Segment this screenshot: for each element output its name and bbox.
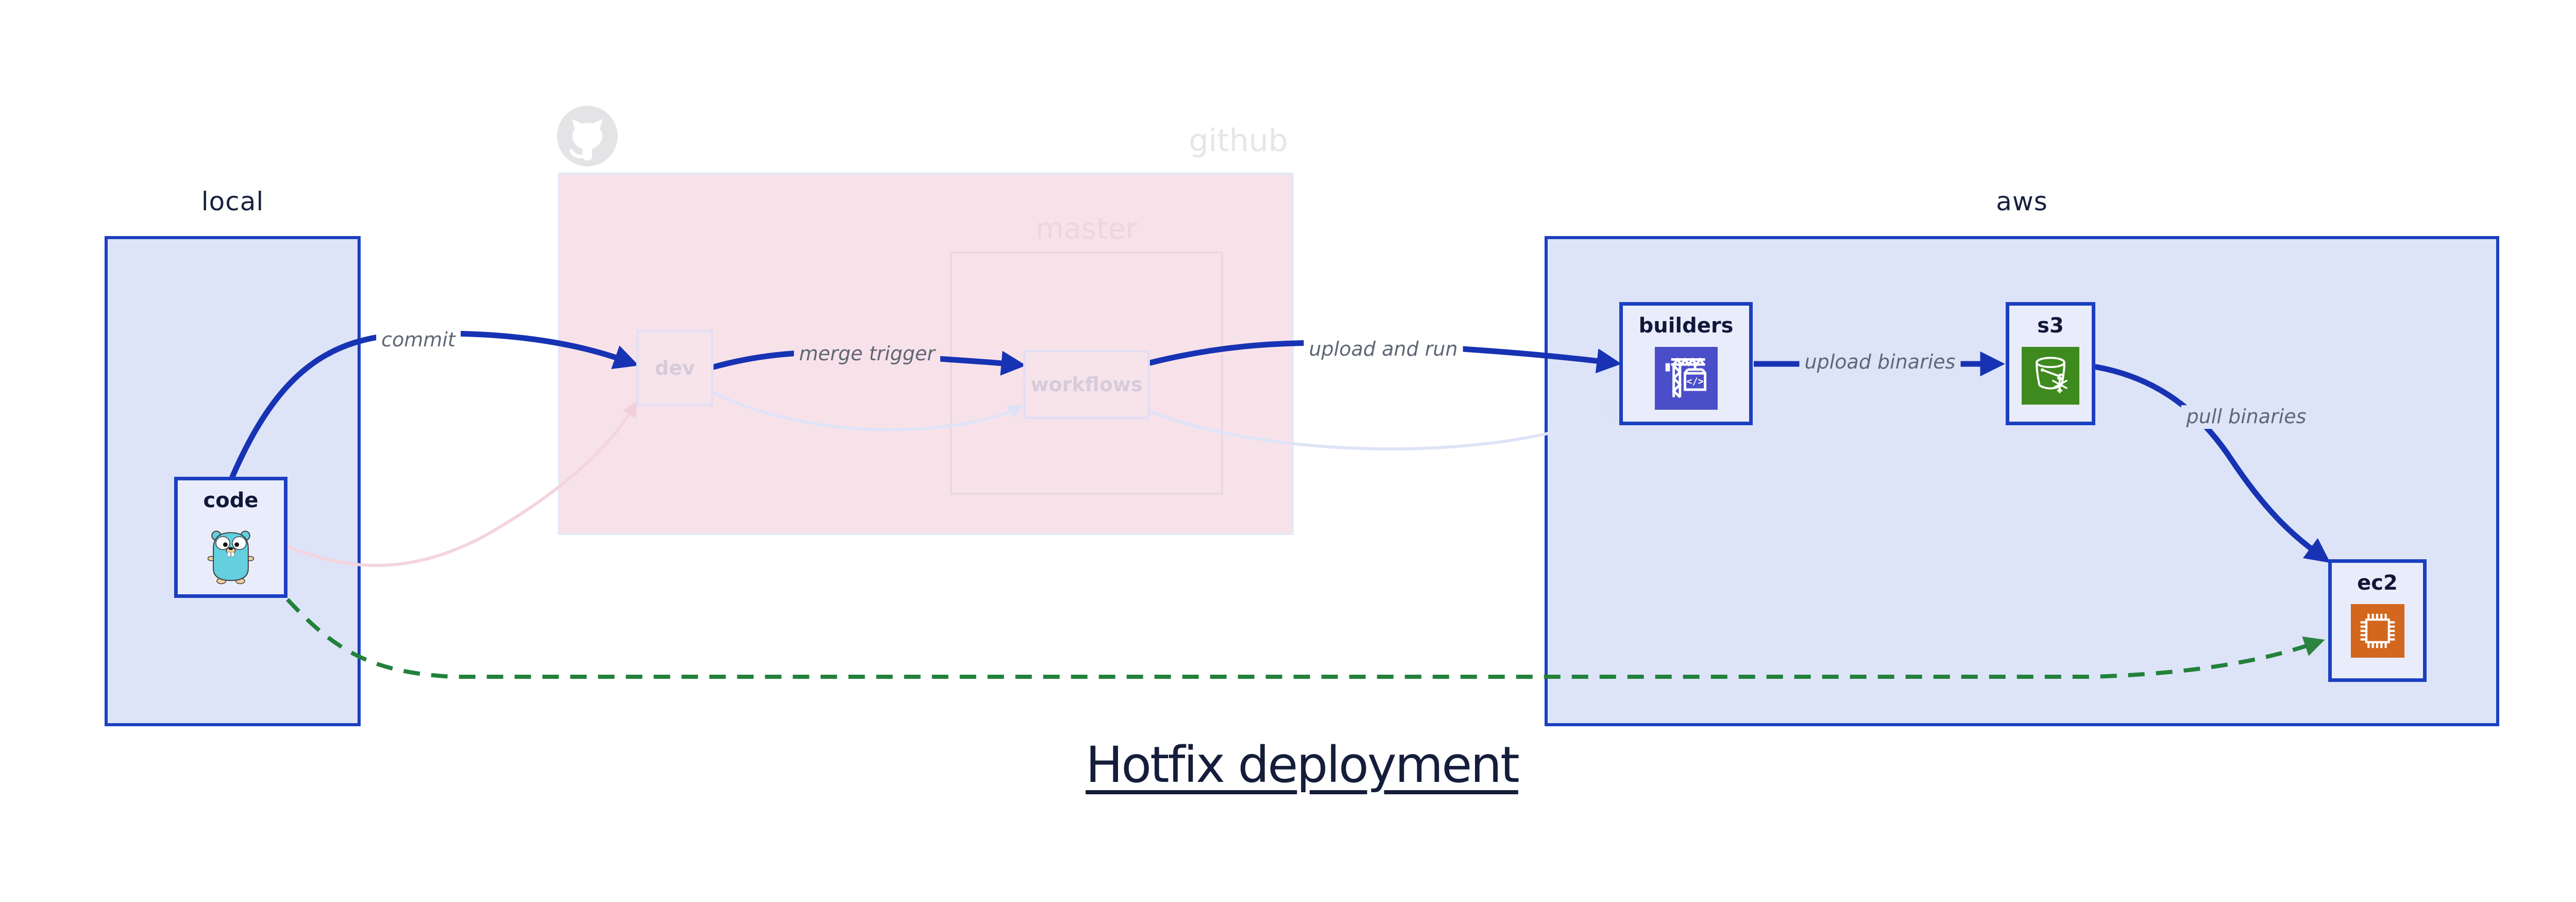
node-workflows: workflows bbox=[1023, 350, 1150, 419]
master-group-label: master bbox=[1036, 212, 1138, 246]
edge-label-pull-binaries: pull binaries bbox=[2181, 405, 2312, 429]
master-group-box bbox=[950, 252, 1223, 495]
edge-label-merge-trigger: merge trigger bbox=[794, 342, 940, 366]
edge-label-commit: commit bbox=[376, 328, 461, 352]
node-builders-label: builders bbox=[1638, 314, 1734, 338]
go-gopher-icon bbox=[207, 530, 255, 584]
codebuild-crane-icon: </> bbox=[1654, 347, 1718, 410]
node-ec2: ec2 bbox=[2328, 559, 2427, 682]
s3-glacier-bucket-icon bbox=[2022, 347, 2079, 405]
node-dev-label: dev bbox=[655, 357, 695, 379]
github-group-label: github bbox=[1189, 123, 1288, 159]
ec2-chip-icon bbox=[2350, 604, 2404, 658]
node-builders: builders </> bbox=[1619, 302, 1753, 425]
edge-label-upload-and-run: upload and run bbox=[1303, 338, 1463, 361]
edge-label-upload-binaries: upload binaries bbox=[1799, 350, 1961, 374]
node-s3: s3 bbox=[2006, 302, 2095, 425]
node-dev: dev bbox=[636, 330, 714, 406]
node-code: code bbox=[174, 477, 287, 598]
github-octocat-icon bbox=[557, 106, 618, 166]
node-ec2-label: ec2 bbox=[2357, 571, 2398, 595]
node-workflows-label: workflows bbox=[1030, 373, 1143, 396]
node-s3-label: s3 bbox=[2037, 314, 2064, 338]
local-group-label: local bbox=[201, 187, 264, 216]
codebuild-code-glyph: </> bbox=[1686, 376, 1703, 387]
aws-group-label: aws bbox=[1996, 187, 2048, 216]
diagram-title: Hotfix deployment bbox=[1086, 736, 1520, 794]
node-code-label: code bbox=[203, 489, 259, 512]
